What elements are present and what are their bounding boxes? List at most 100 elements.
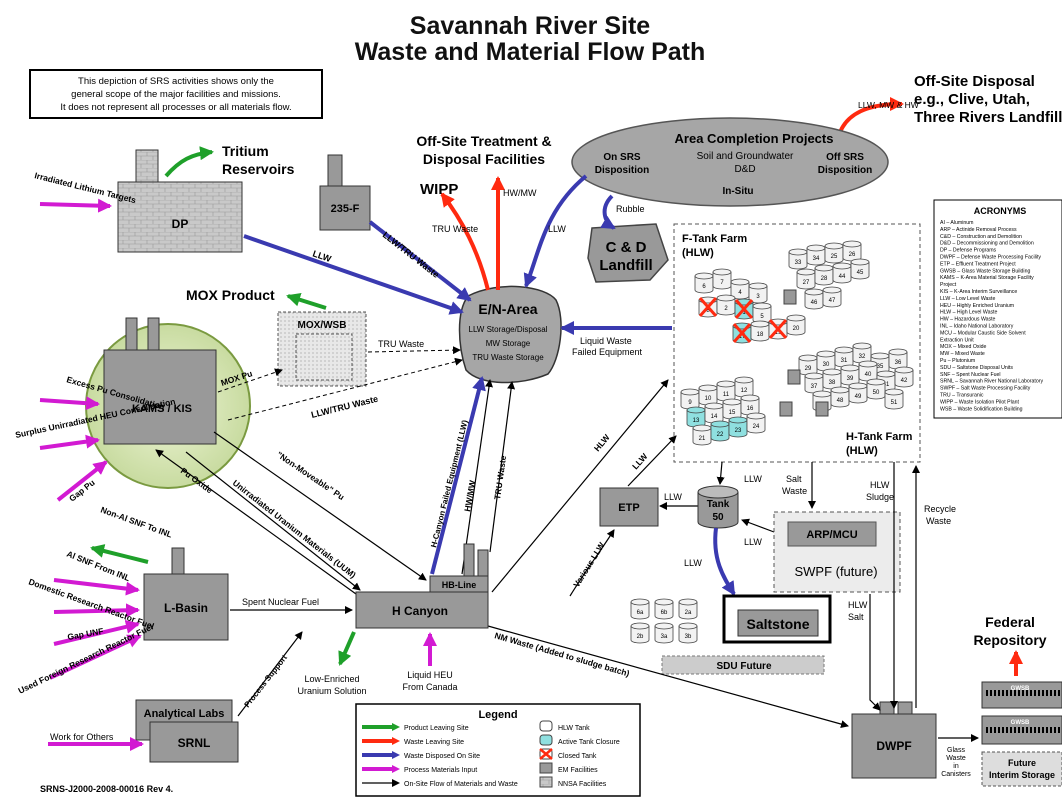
dp-label: DP	[172, 217, 189, 231]
tank-number: 12	[741, 388, 748, 394]
legend-symbol-label: Closed Tank	[558, 753, 597, 760]
label-work-for-others: Work for Others	[50, 732, 114, 742]
analytical-labs-label: Analytical Labs	[144, 708, 225, 720]
acronym-entry: Extraction Unit	[940, 337, 974, 343]
tank-number: 50	[873, 390, 880, 396]
tank-farm-box	[673, 223, 921, 463]
hlw-tank: 30	[816, 350, 836, 372]
acronym-entry: MW – Mixed Waste	[940, 351, 985, 357]
tank-number: 34	[813, 256, 820, 262]
tank-number: 46	[811, 300, 818, 306]
label-tru-wipp: TRU Waste	[432, 224, 478, 234]
offsite-disposal-line-3: Three Rivers Landfill	[914, 109, 1062, 126]
tank-number: 32	[859, 354, 866, 360]
legend-label: Waste Disposed On Site	[404, 753, 480, 760]
sdu-future-label: SDU Future	[717, 661, 772, 672]
tank-number: 22	[717, 432, 724, 438]
arrow-lithium	[39, 198, 112, 213]
label-various-llw: Various LLW	[571, 540, 607, 589]
arrow-kams-mox	[217, 368, 283, 393]
en-area-l3: TRU Waste Storage	[472, 353, 544, 362]
arrow-rubble	[600, 194, 616, 230]
arrow-hcanyon-en-tru	[489, 381, 516, 553]
acronym-entry: WSB – Waste Solidification Building	[940, 406, 1023, 412]
label-hlw-sludge-2: Sludge	[866, 492, 894, 502]
legend-symbol: EM Facilities	[539, 762, 598, 774]
acronym-entry: DWPF – Defense Waste Processing Facility	[940, 255, 1041, 261]
acronym-entry: HLW – High Level Waste	[940, 310, 997, 316]
tank-number: 3b	[685, 634, 692, 640]
acronym-entry: Pu – Plutonium	[940, 358, 975, 364]
future-storage-2: Interim Storage	[989, 770, 1055, 780]
saltstone-disposal-unit: 6a	[630, 598, 650, 620]
label-llw-etp: LLW	[664, 492, 682, 502]
f235-label: 235-F	[331, 203, 360, 215]
kams-label: KAMS / KIS	[132, 403, 192, 415]
hlw-tank: 26	[842, 240, 862, 262]
disclaimer-line-1: This depiction of SRS activities shows o…	[78, 76, 274, 87]
closed-tank-mark	[734, 299, 754, 319]
federal-1: Federal	[985, 614, 1035, 630]
label-salt-2: Waste	[782, 486, 807, 496]
label-gap-unf: Gap UNF	[67, 626, 105, 642]
hlw-tank: 38	[822, 368, 842, 390]
hlw-tank: 32	[852, 342, 872, 364]
en-area-l1: LLW Storage/Disposal	[469, 325, 548, 334]
hlw-tank: 40	[858, 360, 878, 382]
label-tru-mox: TRU Waste	[378, 339, 424, 349]
legend-symbol: HLW Tank	[539, 720, 590, 732]
tank-number: 9	[688, 400, 692, 406]
tank-number: 39	[847, 376, 854, 382]
tank-number: 3	[756, 294, 760, 300]
disclaimer-line-3: It does not represent all processes or a…	[60, 102, 291, 113]
hlw-tank: 20	[786, 314, 806, 336]
closed-tank-mark	[732, 323, 752, 343]
en-area-l2: MW Storage	[486, 339, 531, 348]
arrow-surplus-heu	[39, 434, 100, 450]
disclaimer-box: This depiction of SRS activities shows o…	[29, 69, 323, 119]
label-llwtru-235f: LLW/TRU Waste	[381, 230, 441, 280]
label-failed-equipment: Failed Equipment	[572, 347, 643, 357]
etp-facility: ETP	[599, 487, 659, 527]
tank-number: 27	[803, 280, 810, 286]
label-nm-waste: NM Waste (Added to sludge batch)	[493, 630, 630, 678]
hlw-tank: 44	[832, 262, 852, 284]
disclaimer-line-2: general scope of the major facilities an…	[71, 89, 281, 100]
arrow-dp-tritium	[164, 146, 214, 178]
tank-number: 21	[699, 436, 706, 442]
tritium-1: Tritium	[222, 143, 269, 159]
legend-label: Product Leaving Site	[404, 725, 469, 732]
tank-number: 2b	[637, 634, 644, 640]
tank-number: 3a	[661, 634, 668, 640]
hlw-tank: 15	[722, 398, 742, 420]
arrow-hcanyon-dwpf-nm	[487, 625, 849, 728]
label-process-support: Process Support	[242, 653, 289, 709]
label-leu-2: Uranium Solution	[297, 686, 366, 696]
arrow-al-snf	[53, 578, 140, 596]
em-facility-box	[815, 401, 829, 417]
en-area: E/N-Area LLW Storage/Disposal MW Storage…	[458, 285, 562, 384]
mox-wsb-label: MOX/WSB	[298, 320, 347, 331]
acp-onsrs-1: On SRS	[603, 152, 641, 163]
tank-number: 11	[723, 392, 730, 398]
saltstone-disposal-unit: 6b	[654, 598, 674, 620]
tank-number: 10	[705, 396, 712, 402]
arrow-excess-pu	[39, 396, 100, 411]
label-rubble: Rubble	[616, 204, 645, 214]
acronym-entry: KIS – K-Area Interim Surveillance	[940, 289, 1017, 295]
saltstone-disposal-unit: 3b	[678, 622, 698, 644]
legend-symbol: NNSA Facilities	[539, 776, 607, 788]
legend-symbol: Active Tank Closure	[539, 734, 620, 746]
arrow-hcanyon-tankfarm	[491, 379, 669, 593]
tank-number: 48	[837, 398, 844, 404]
legend-label: On-Site Flow of Materials and Waste	[404, 781, 518, 788]
hlw-tank: 5	[752, 302, 772, 324]
mox-wsb-facility: MOX/WSB	[277, 311, 367, 387]
legend-symbol-label: HLW Tank	[558, 725, 590, 732]
acronym-entry: TRU – Transuranic	[940, 393, 984, 399]
f-tank-farm-sub: (HLW)	[682, 247, 714, 259]
tank-number: 20	[793, 326, 800, 332]
tank-number: 8	[706, 308, 710, 314]
